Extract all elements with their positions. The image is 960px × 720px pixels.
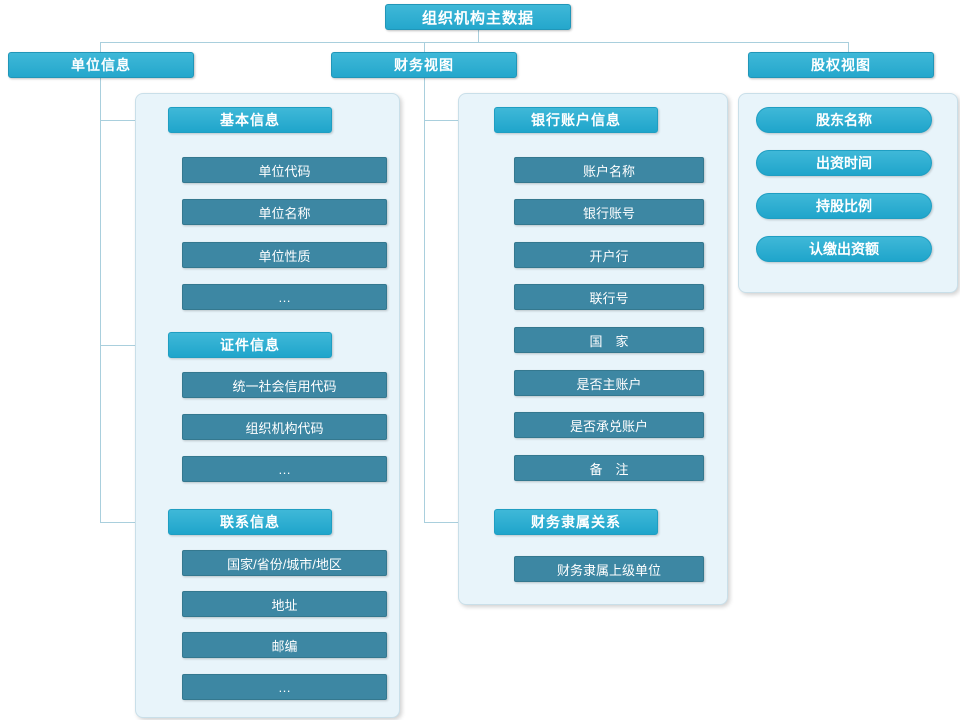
field-bank-branch-number[interactable]: 联行号 — [514, 284, 704, 310]
field-contribution-time-label: 出资时间 — [816, 155, 872, 171]
field-unit-name-label: 单位名称 — [258, 205, 311, 221]
field-unit-nature[interactable]: 单位性质 — [182, 242, 387, 268]
field-is-acceptance-account[interactable]: 是否承兑账户 — [514, 412, 704, 438]
field-unit-name[interactable]: 单位名称 — [182, 199, 387, 225]
connector-view3-stem — [848, 42, 849, 53]
connector-view2-stem — [424, 42, 425, 53]
section-bank-account-info[interactable]: 银行账户信息 — [494, 107, 658, 133]
field-unit-code[interactable]: 单位代码 — [182, 157, 387, 183]
field-country-label: 国 家 — [589, 333, 629, 349]
field-region-label: 国家/省份/城市/地区 — [227, 556, 342, 572]
connector-root-bus — [100, 42, 848, 43]
field-org-code-label: 组织机构代码 — [245, 420, 324, 436]
connector-root-stem — [478, 30, 479, 42]
view-unit-info-label: 单位信息 — [71, 57, 131, 73]
field-account-name[interactable]: 账户名称 — [514, 157, 704, 183]
field-contribution-time[interactable]: 出资时间 — [756, 150, 932, 176]
field-is-acceptance-account-label: 是否承兑账户 — [569, 418, 648, 434]
connector-finance-to-sub — [424, 522, 482, 523]
field-unified-credit-code-label: 统一社会信用代码 — [232, 378, 337, 394]
field-postcode[interactable]: 邮编 — [182, 632, 387, 658]
section-certificate-info-label: 证件信息 — [220, 337, 280, 353]
field-address-label: 地址 — [271, 597, 298, 613]
unit-info-panel — [135, 93, 400, 718]
field-address[interactable]: 地址 — [182, 591, 387, 617]
field-shareholding-ratio[interactable]: 持股比例 — [756, 193, 932, 219]
field-remark-label: 备 注 — [589, 461, 629, 477]
field-org-code[interactable]: 组织机构代码 — [182, 414, 387, 440]
field-is-main-account[interactable]: 是否主账户 — [514, 370, 704, 396]
section-basic-info[interactable]: 基本信息 — [168, 107, 332, 133]
connector-finance-spine — [424, 78, 425, 522]
field-opening-bank[interactable]: 开户行 — [514, 242, 704, 268]
section-certificate-info[interactable]: 证件信息 — [168, 332, 332, 358]
view-finance[interactable]: 财务视图 — [331, 52, 517, 78]
field-unit-nature-label: 单位性质 — [258, 248, 311, 264]
field-subscribed-capital[interactable]: 认缴出资额 — [756, 236, 932, 262]
field-certificate-more[interactable]: … — [182, 456, 387, 482]
field-bank-branch-number-label: 联行号 — [589, 290, 629, 306]
field-unit-code-label: 单位代码 — [258, 163, 311, 179]
field-shareholding-ratio-label: 持股比例 — [816, 198, 872, 214]
section-contact-info[interactable]: 联系信息 — [168, 509, 332, 535]
field-contact-more-label: … — [278, 679, 291, 695]
field-remark[interactable]: 备 注 — [514, 455, 704, 481]
connector-unit-spine — [100, 78, 101, 523]
field-shareholder-name-label: 股东名称 — [816, 112, 872, 128]
connector-unit-to-cert — [100, 345, 150, 346]
view-unit-info[interactable]: 单位信息 — [8, 52, 194, 78]
section-basic-info-label: 基本信息 — [220, 112, 280, 128]
field-bank-account-number[interactable]: 银行账号 — [514, 199, 704, 225]
view-equity[interactable]: 股权视图 — [748, 52, 934, 78]
section-bank-account-info-label: 银行账户信息 — [531, 112, 621, 128]
field-basic-more-label: … — [278, 289, 291, 305]
connector-finance-to-bank — [424, 120, 482, 121]
field-subscribed-capital-label: 认缴出资额 — [809, 241, 879, 257]
field-finance-parent-unit[interactable]: 财务隶属上级单位 — [514, 556, 704, 582]
view-equity-label: 股权视图 — [811, 57, 871, 73]
section-finance-subordination[interactable]: 财务隶属关系 — [494, 509, 658, 535]
field-certificate-more-label: … — [278, 461, 291, 477]
field-contact-more[interactable]: … — [182, 674, 387, 700]
field-unified-credit-code[interactable]: 统一社会信用代码 — [182, 372, 387, 398]
section-contact-info-label: 联系信息 — [220, 514, 280, 530]
root-title[interactable]: 组织机构主数据 — [385, 4, 571, 30]
field-account-name-label: 账户名称 — [582, 163, 635, 179]
connector-unit-to-basic — [100, 120, 150, 121]
connector-view1-stem — [100, 42, 101, 53]
field-postcode-label: 邮编 — [271, 638, 298, 654]
field-opening-bank-label: 开户行 — [589, 248, 629, 264]
field-finance-parent-unit-label: 财务隶属上级单位 — [556, 562, 661, 578]
view-finance-label: 财务视图 — [394, 57, 454, 73]
field-country[interactable]: 国 家 — [514, 327, 704, 353]
field-region[interactable]: 国家/省份/城市/地区 — [182, 550, 387, 576]
section-finance-subordination-label: 财务隶属关系 — [531, 514, 621, 530]
field-bank-account-number-label: 银行账号 — [582, 205, 635, 221]
root-title-label: 组织机构主数据 — [421, 9, 534, 27]
field-basic-more[interactable]: … — [182, 284, 387, 310]
connector-unit-to-contact — [100, 522, 150, 523]
field-is-main-account-label: 是否主账户 — [576, 376, 642, 392]
field-shareholder-name[interactable]: 股东名称 — [756, 107, 932, 133]
